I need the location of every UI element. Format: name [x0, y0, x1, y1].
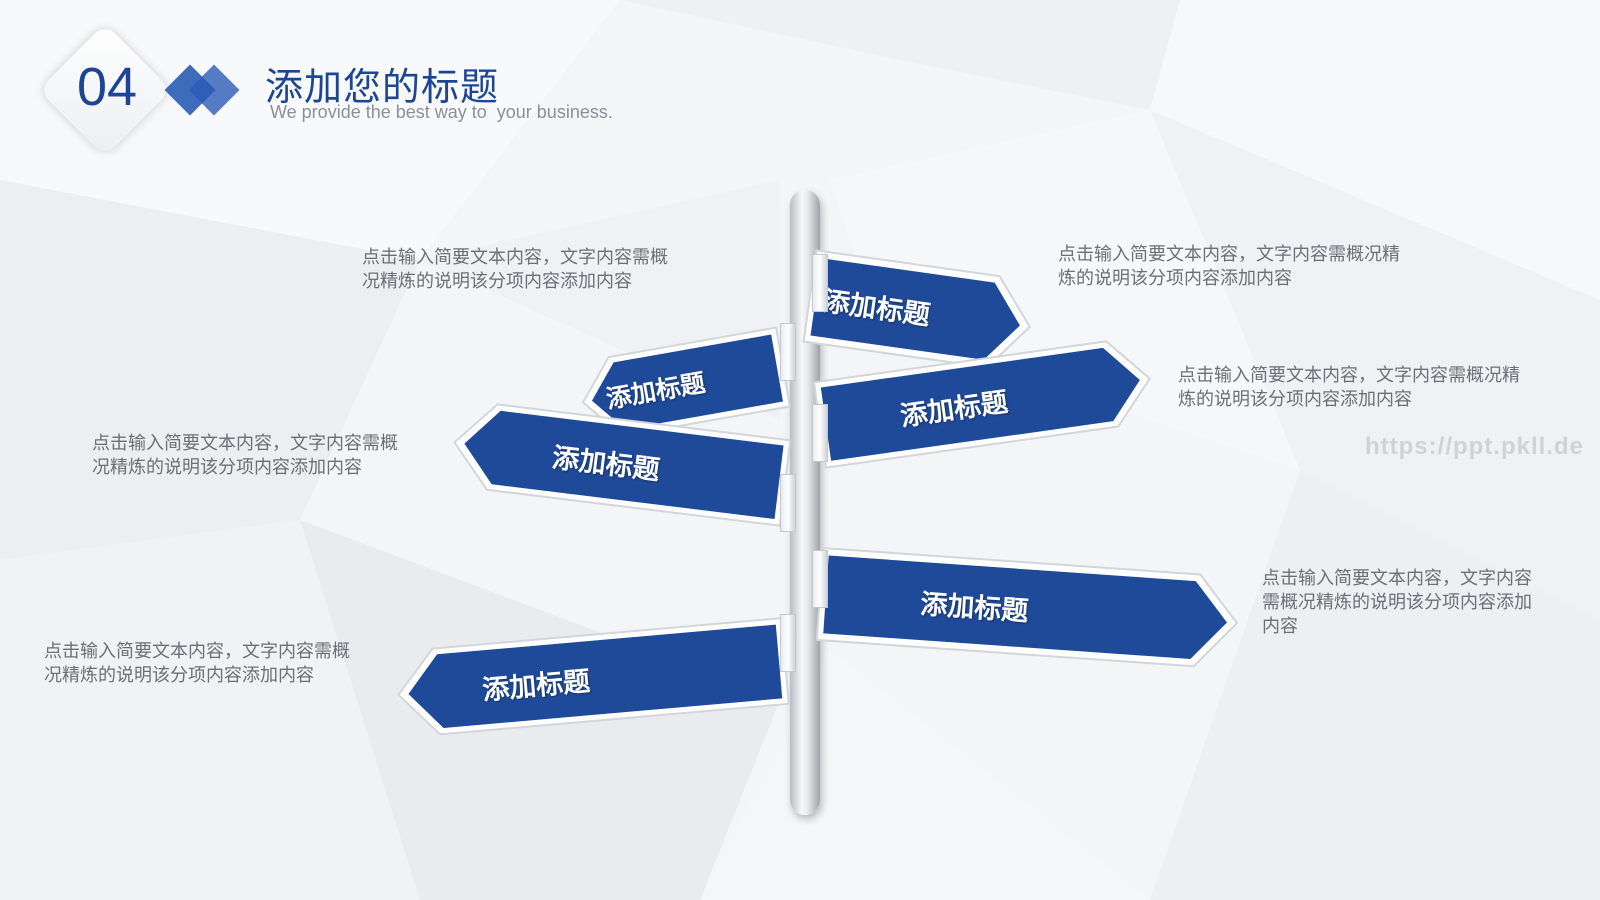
description-line: 点击输入简要文本内容，文字内容需概况精 — [1178, 365, 1520, 386]
sign-arrow-shape — [802, 249, 1032, 369]
sign-arrow-shape — [581, 326, 792, 437]
sign-clip — [812, 550, 828, 608]
signpost-sign-4: 添加标题 — [447, 399, 792, 527]
sign-label: 添加标题 — [919, 588, 1030, 628]
sign-clip — [812, 254, 828, 312]
slide-header: 04 添加您的标题 We provide the best way to you… — [0, 0, 700, 170]
description-line: 点击输入简要文本内容，文字内容需概 — [92, 433, 398, 454]
description-text-4: 点击输入简要文本内容，文字内容需概 况精炼的说明该分项内容添加内容 — [92, 432, 398, 480]
description-text-6: 点击输入简要文本内容，文字内容需概 况精炼的说明该分项内容添加内容 — [44, 640, 350, 688]
section-number: 04 — [76, 57, 138, 117]
description-line: 内容 — [1262, 616, 1298, 637]
description-line: 需概况精炼的说明该分项内容添加 — [1262, 592, 1532, 613]
sign-clip — [780, 323, 796, 381]
signpost-sign-1: 添加标题 — [802, 249, 1040, 372]
description-line: 点击输入简要文本内容，文字内容需概况精 — [1058, 244, 1400, 265]
description-line: 炼的说明该分项内容添加内容 — [1058, 268, 1292, 289]
description-line: 点击输入简要文本内容，文字内容 — [1262, 568, 1532, 589]
description-text-5: 点击输入简要文本内容，文字内容 需概况精炼的说明该分项内容添加 内容 — [1262, 567, 1532, 639]
description-line: 况精炼的说明该分项内容添加内容 — [92, 457, 362, 478]
sign-label: 添加标题 — [481, 665, 592, 706]
description-line: 点击输入简要文本内容，文字内容需概 — [362, 247, 668, 268]
description-text-3: 点击输入简要文本内容，文字内容需概况精 炼的说明该分项内容添加内容 — [1178, 364, 1520, 412]
sign-clip — [780, 614, 796, 672]
sign-arrow-shape — [815, 547, 1239, 668]
description-line: 炼的说明该分项内容添加内容 — [1178, 389, 1412, 410]
description-text-2: 点击输入简要文本内容，文字内容需概况精 炼的说明该分项内容添加内容 — [1058, 243, 1400, 291]
description-text-1: 点击输入简要文本内容，文字内容需概 况精炼的说明该分项内容添加内容 — [362, 246, 668, 294]
signpost-sign-5: 添加标题 — [815, 547, 1242, 669]
signpost-sign-6: 添加标题 — [393, 617, 790, 738]
description-line: 况精炼的说明该分项内容添加内容 — [44, 665, 314, 686]
signpost-sign-2: 添加标题 — [574, 326, 792, 442]
slide-subtitle: We provide the best way to your business… — [270, 102, 613, 122]
sign-arrow-shape — [453, 403, 792, 527]
watermark-text: https://ppt.pkll.de — [1365, 433, 1584, 460]
description-line: 点击输入简要文本内容，文字内容需概 — [44, 641, 350, 662]
description-line: 况精炼的说明该分项内容添加内容 — [362, 271, 632, 292]
sign-clip — [780, 474, 796, 532]
sign-clip — [812, 404, 828, 462]
slide-title: 添加您的标题 — [265, 65, 500, 109]
sign-arrow-shape — [397, 617, 790, 736]
